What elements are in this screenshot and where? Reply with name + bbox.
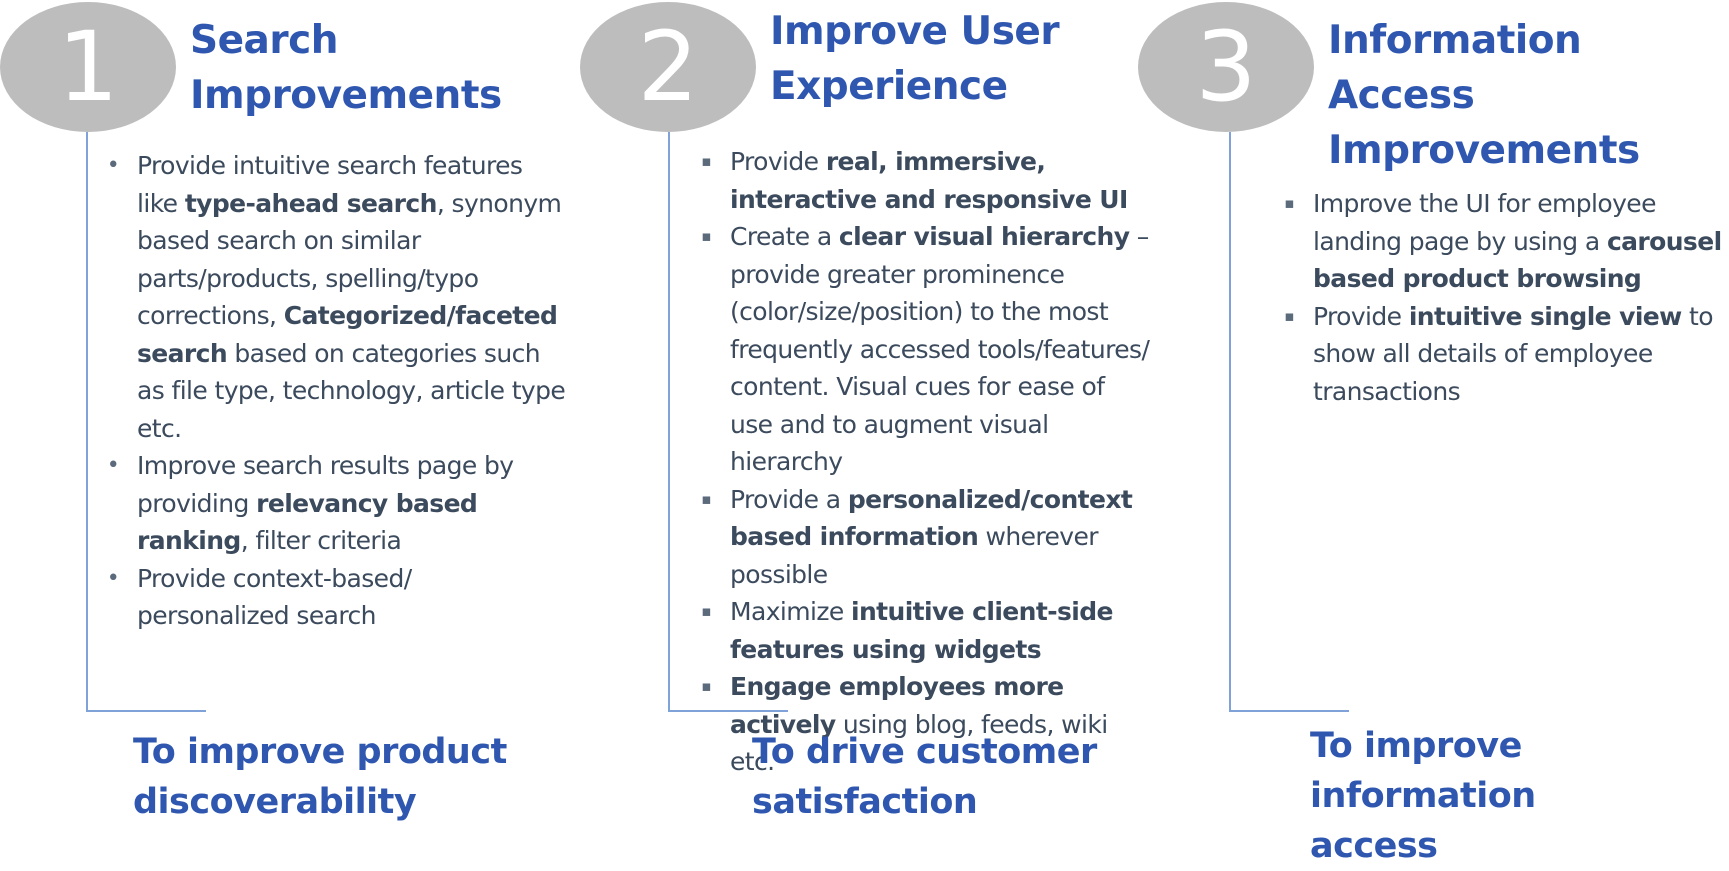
- bullet-text: Provide intuitive search features like: [137, 151, 523, 218]
- column-heading-line: Improve User: [770, 9, 1060, 54]
- bullet-item: •Provide intuitive search features like …: [107, 147, 567, 447]
- column-heading-line: Experience: [770, 64, 1008, 109]
- bullet-text: wherever possible: [730, 522, 1099, 589]
- bullet-text: to show all details of employee transact…: [1313, 301, 1714, 406]
- bullet-text: Provide: [730, 147, 826, 176]
- bullet-emphasis-text: relevancy based ranking: [137, 488, 478, 556]
- step-number-badge: 2: [580, 2, 756, 132]
- bullet-item: ▪ Improve the UI for employee landing pag…: [1284, 185, 1727, 298]
- bullet-text: Create a: [730, 222, 839, 251]
- bullet-list: ▪ Provide real, immersive, interactive an…: [701, 143, 1150, 781]
- bullet-emphasis-text: intuitive client-side features using wid…: [730, 597, 1113, 664]
- bullet-square-icon: ▪: [701, 489, 711, 508]
- bullet-dot-icon: •: [106, 153, 120, 178]
- bullet-square-icon: ▪: [701, 152, 711, 170]
- bullet-square-icon: ▪: [1284, 194, 1294, 212]
- bullet-item: ▪ Create a clear visual hierarchy – provi…: [701, 218, 1150, 481]
- bullet-text: Provide a: [730, 484, 848, 514]
- bullet-item: ▪ Engage employees more actively using bl…: [701, 668, 1150, 781]
- bullet-item: • Improve search results page by providin…: [107, 447, 567, 560]
- bullet-text: using blog, feeds, wiki etc.: [730, 709, 1108, 777]
- column-heading: Search Improvements: [190, 13, 502, 123]
- bullet-text: Provide context-based/ personalized sear…: [137, 563, 412, 631]
- bullet-emphasis-text: real, immersive, interactive and respons…: [730, 147, 1128, 214]
- bullet-text: , filter criteria: [240, 526, 402, 555]
- column-heading: Information Access Improvements: [1328, 13, 1729, 178]
- bullet-dot-icon: •: [106, 565, 120, 591]
- goal-line: To drive customer: [752, 732, 1097, 772]
- goal-statement: To drive customer satisfaction: [752, 727, 1097, 827]
- column-information-access-improvements: 3 Information Access Improvements ▪ Impro…: [1138, 0, 1729, 866]
- step-number-badge: 3: [1138, 2, 1314, 132]
- goal-line: satisfaction: [752, 782, 978, 822]
- bullet-list: •Provide intuitive search features like …: [107, 147, 567, 635]
- bullet-emphasis-text: type-ahead search: [184, 188, 438, 218]
- bullet-text: based on categories such as file type, t…: [137, 338, 566, 443]
- column-heading: Improve User Experience: [770, 4, 1060, 114]
- bullet-item: • Provide context-based/ personalized sea…: [107, 560, 567, 635]
- bullet-item: ▪ Provide intuitive single view to show a…: [1284, 298, 1727, 411]
- goal-line: discoverability: [133, 782, 417, 822]
- bullet-square-icon: ▪: [701, 677, 711, 695]
- bullet-square-icon: ▪: [1284, 306, 1294, 325]
- goal-statement: To improve product discoverability: [133, 727, 507, 827]
- bracket-connector: [668, 132, 788, 712]
- bullet-square-icon: ▪: [701, 602, 711, 620]
- goal-statement: To improve information access: [1310, 721, 1729, 871]
- bullet-text: – provide greater prominence (color/size…: [730, 222, 1150, 476]
- bracket-connector: [1229, 132, 1349, 712]
- bullet-emphasis-text: clear visual hierarchy: [838, 222, 1130, 251]
- bullet-emphasis-text: intuitive single view: [1408, 301, 1682, 331]
- bullet-emphasis-text: carousel based product browsing: [1313, 226, 1722, 294]
- bullet-item: ▪ Provide a personalized/context based in…: [701, 481, 1150, 594]
- column-heading-line: Improvements: [190, 73, 502, 118]
- bullet-dot-icon: •: [106, 453, 120, 478]
- bullet-list: ▪ Improve the UI for employee landing pag…: [1284, 185, 1727, 411]
- column-improve-user-experience: 2 Improve User Experience ▪ Provide real,…: [580, 0, 1150, 822]
- goal-line: To improve product: [133, 732, 507, 772]
- bullet-text: , synonym based search on similar parts/…: [137, 188, 562, 331]
- column-heading-line: Improvements: [1328, 128, 1640, 173]
- column-heading-line: Information Access: [1328, 18, 1582, 118]
- bullet-item: ▪ Maximize intuitive client-side features…: [701, 593, 1150, 668]
- bullet-square-icon: ▪: [701, 227, 711, 245]
- bullet-item: ▪ Provide real, immersive, interactive an…: [701, 143, 1150, 218]
- bullet-text: Improve search results page by providing: [137, 451, 514, 518]
- column-heading-line: Search: [190, 18, 338, 63]
- column-search-improvements: 1 Search Improvements • Provide intuitive…: [0, 0, 575, 822]
- step-number-badge: 1: [0, 2, 176, 132]
- bracket-connector: [86, 132, 206, 712]
- bullet-text: Improve the UI for employee landing page…: [1313, 189, 1656, 256]
- bullet-text: Provide: [1313, 301, 1409, 331]
- bullet-emphasis-text: Categorized/faceted search: [137, 301, 558, 368]
- bullet-emphasis-text: Engage employees more actively: [730, 672, 1064, 739]
- bullet-text: Maximize: [730, 597, 851, 626]
- goal-line: To improve information: [1310, 726, 1536, 816]
- bullet-emphasis-text: personalized/context based information: [730, 484, 1133, 552]
- goal-line: access: [1310, 826, 1438, 866]
